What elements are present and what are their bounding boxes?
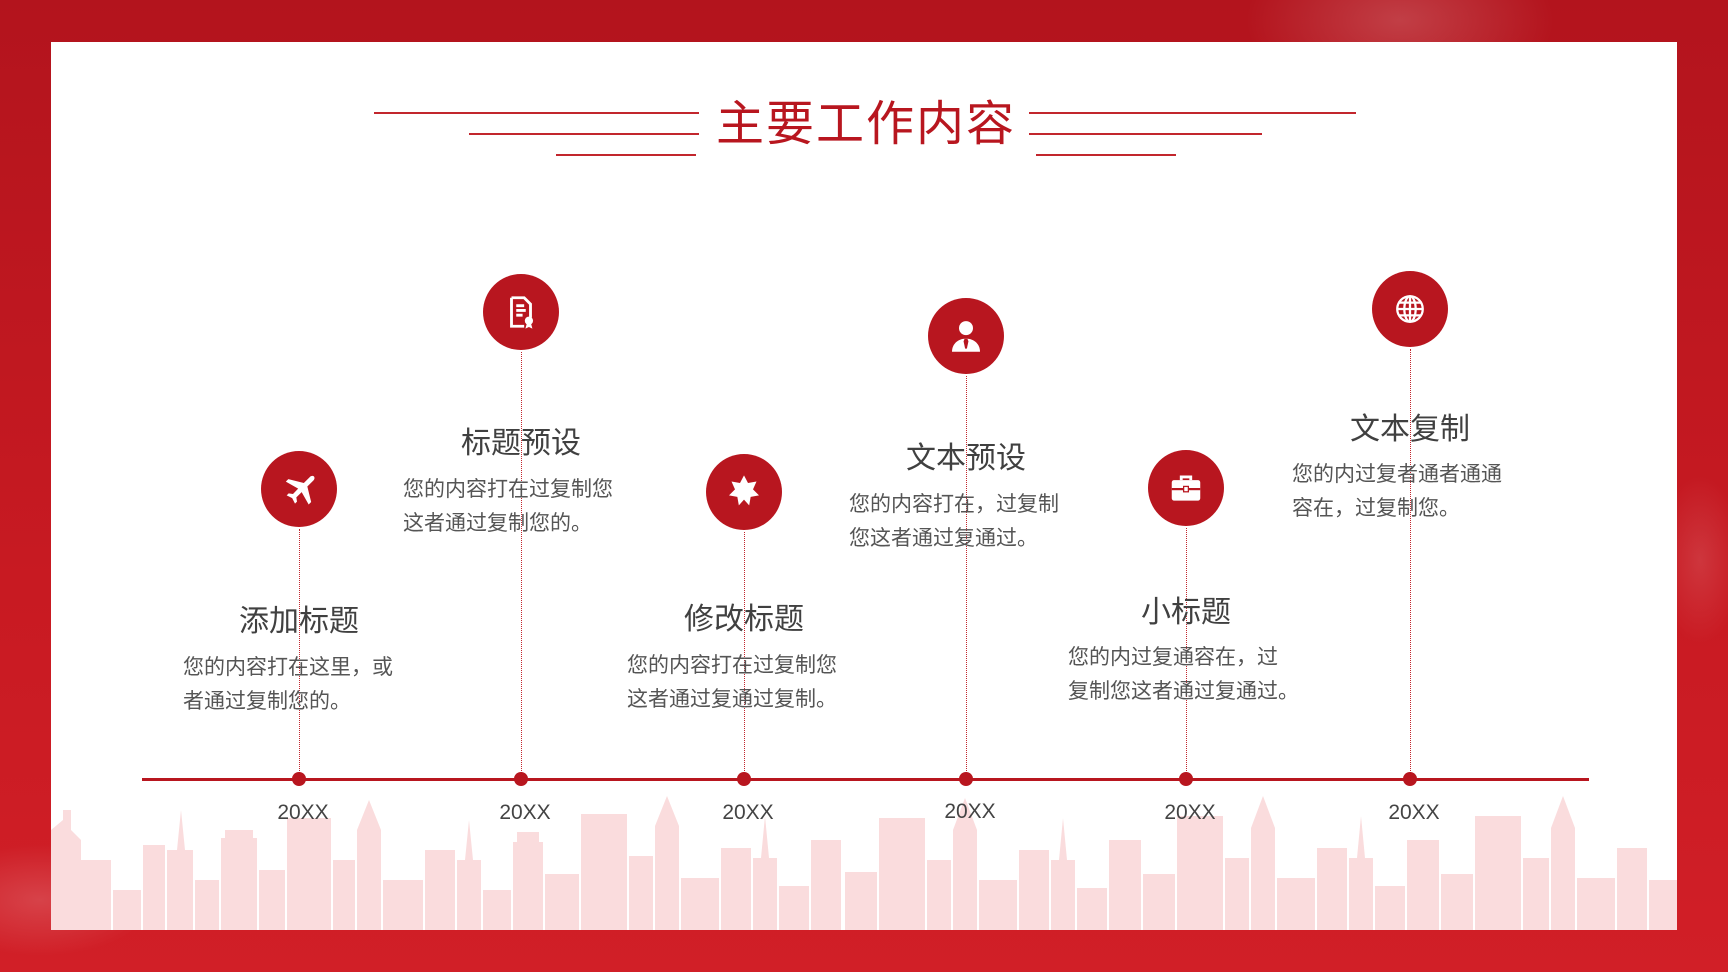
timeline-axis <box>142 778 1589 781</box>
briefcase-icon <box>1171 475 1201 501</box>
milestone-year: 20XX <box>499 801 551 824</box>
title-area: 主要工作内容 <box>51 42 1677 202</box>
milestone-icon-badge <box>261 451 337 527</box>
page-title: 主要工作内容 <box>715 96 1016 152</box>
milestone-connector <box>521 352 522 779</box>
airplane-icon <box>285 475 315 505</box>
milestone-description: 您的内过复通容在，过 复制您这者通过复通过。 <box>1068 640 1318 708</box>
certificate-document-icon <box>510 296 534 329</box>
timeline-dot <box>959 772 973 786</box>
description-line: 您的内容打在，过复制 <box>849 492 1059 516</box>
title-deco-line <box>374 112 699 114</box>
milestone-year: 20XX <box>944 800 996 823</box>
milestone-description: 您的内过复者通者通通 容在，过复制您。 <box>1292 457 1542 525</box>
milestone-title: 文本预设 <box>906 441 1026 476</box>
milestone-connector <box>966 376 967 779</box>
milestone-description: 您的内容打在过复制您 这者通过复制您的。 <box>403 472 653 540</box>
description-line: 这者通过复通过复制。 <box>627 687 837 711</box>
title-deco-line <box>1029 133 1262 135</box>
milestone-connector <box>1410 349 1411 779</box>
slide-card: 主要工作内容 添加标题 您的内容打在这里，或 者通过复制您的。 20XX <box>51 42 1677 930</box>
milestone-title: 标题预设 <box>461 426 581 461</box>
milestone-connector <box>744 532 745 779</box>
milestone-icon-badge <box>1148 450 1224 526</box>
description-line: 您的内过复通容在，过 <box>1068 645 1278 669</box>
milestone-title: 文本复制 <box>1350 412 1470 447</box>
description-line: 容在，过复制您。 <box>1292 496 1460 520</box>
milestone-icon-badge <box>1372 271 1448 347</box>
title-deco-line <box>556 154 696 156</box>
timeline-dot <box>1179 772 1193 786</box>
description-line: 这者通过复制您的。 <box>403 511 592 535</box>
milestone-connector <box>299 529 300 779</box>
description-line: 您的内容打在过复制您 <box>403 477 613 501</box>
description-line: 者通过复制您的。 <box>183 689 351 713</box>
timeline-dot <box>292 772 306 786</box>
milestone-description: 您的内容打在，过复制 您这者通过复通过。 <box>849 487 1099 555</box>
globe-icon <box>1396 295 1424 323</box>
city-skyline-background <box>51 796 1677 930</box>
milestone-icon-badge <box>706 454 782 530</box>
milestone-description: 您的内容打在过复制您 这者通过复通过复制。 <box>627 648 877 716</box>
star-badge-icon <box>729 475 759 506</box>
milestone-year: 20XX <box>722 801 774 824</box>
description-line: 您的内过复者通者通通 <box>1292 462 1502 486</box>
milestone-icon-badge <box>483 274 559 350</box>
milestone-title: 修改标题 <box>684 602 804 637</box>
description-line: 您的内容打在过复制您 <box>627 653 837 677</box>
description-line: 您的内容打在这里，或 <box>183 655 393 679</box>
timeline-dot <box>737 772 751 786</box>
description-line: 您这者通过复通过。 <box>849 526 1038 550</box>
title-deco-line <box>469 133 699 135</box>
timeline-dot <box>1403 772 1417 786</box>
milestone-year: 20XX <box>1388 801 1440 824</box>
description-line: 复制您这者通过复通过。 <box>1068 679 1299 703</box>
milestone-year: 20XX <box>277 801 329 824</box>
title-deco-line <box>1029 112 1356 114</box>
businessman-icon <box>952 321 980 352</box>
title-deco-line <box>1036 154 1176 156</box>
milestone-year: 20XX <box>1164 801 1216 824</box>
timeline-dot <box>514 772 528 786</box>
milestone-title: 小标题 <box>1141 595 1231 630</box>
milestone-icon-badge <box>928 298 1004 374</box>
milestone-connector <box>1186 528 1187 779</box>
milestone-title: 添加标题 <box>239 604 359 639</box>
milestone-description: 您的内容打在这里，或 者通过复制您的。 <box>183 650 433 718</box>
